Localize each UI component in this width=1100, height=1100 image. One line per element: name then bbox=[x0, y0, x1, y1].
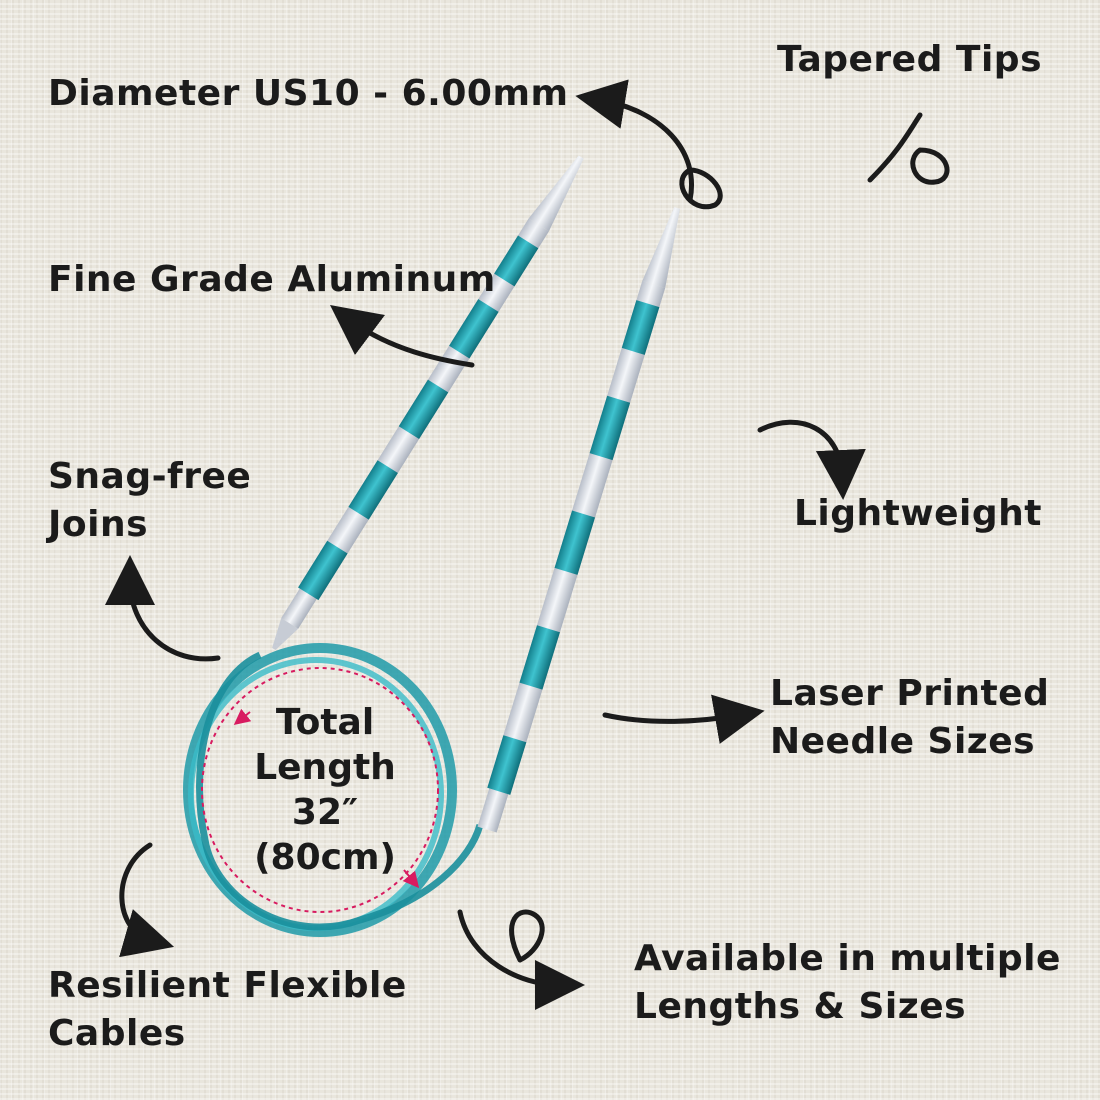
resilient-line2: Cables bbox=[48, 1013, 186, 1054]
fine-grade-label: Fine Grade Aluminum bbox=[48, 256, 496, 304]
snag-free-line2: Joins bbox=[48, 504, 149, 545]
snag-free-label: Snag-free Joins bbox=[48, 453, 251, 549]
curved-arrow-icon bbox=[679, 167, 723, 210]
total-length-line4: (80cm) bbox=[254, 837, 396, 878]
total-length-line3: 32″ bbox=[291, 792, 359, 833]
fine-grade-text: Fine Grade Aluminum bbox=[48, 259, 496, 300]
lightweight-label: Lightweight bbox=[794, 490, 1042, 538]
available-line2: Lengths & Sizes bbox=[634, 986, 967, 1027]
resilient-label: Resilient Flexible Cables bbox=[48, 962, 407, 1058]
tapered-tips-text: Tapered Tips bbox=[777, 39, 1042, 80]
snag-free-line1: Snag-free bbox=[48, 456, 252, 497]
diameter-text: Diameter US10 - 6.00mm bbox=[48, 73, 569, 114]
total-length-text: Total Length 32″ (80cm) bbox=[215, 700, 435, 880]
available-line1: Available in multiple bbox=[634, 938, 1061, 979]
curved-arrow-icon bbox=[105, 555, 221, 662]
curved-arrow-icon bbox=[602, 694, 765, 744]
available-label: Available in multiple Lengths & Sizes bbox=[634, 935, 1061, 1031]
total-length-line2: Length bbox=[254, 747, 396, 788]
laser-line1: Laser Printed bbox=[770, 673, 1050, 714]
right-needle bbox=[477, 207, 680, 833]
callout-arrows bbox=[105, 79, 950, 1010]
cable-loop bbox=[183, 643, 484, 937]
laser-line2: Needle Sizes bbox=[770, 721, 1036, 762]
curved-arrow-icon bbox=[757, 419, 866, 500]
tapered-tips-label: Tapered Tips bbox=[777, 36, 1042, 84]
resilient-line1: Resilient Flexible bbox=[48, 965, 407, 1006]
curved-arrow-icon bbox=[119, 842, 175, 958]
total-length-indicator bbox=[201, 667, 439, 913]
total-length-line1: Total bbox=[275, 702, 375, 743]
laser-printed-label: Laser Printed Needle Sizes bbox=[770, 670, 1049, 766]
curved-arrow-icon bbox=[575, 79, 694, 203]
curved-arrow-icon bbox=[867, 112, 950, 185]
curved-arrow-icon bbox=[457, 909, 585, 1010]
left-needle bbox=[272, 155, 584, 650]
curved-arrow-icon bbox=[329, 305, 475, 368]
curved-arrow-icon bbox=[509, 909, 545, 963]
diameter-label: Diameter US10 - 6.00mm bbox=[48, 70, 568, 118]
lightweight-text: Lightweight bbox=[793, 493, 1042, 534]
